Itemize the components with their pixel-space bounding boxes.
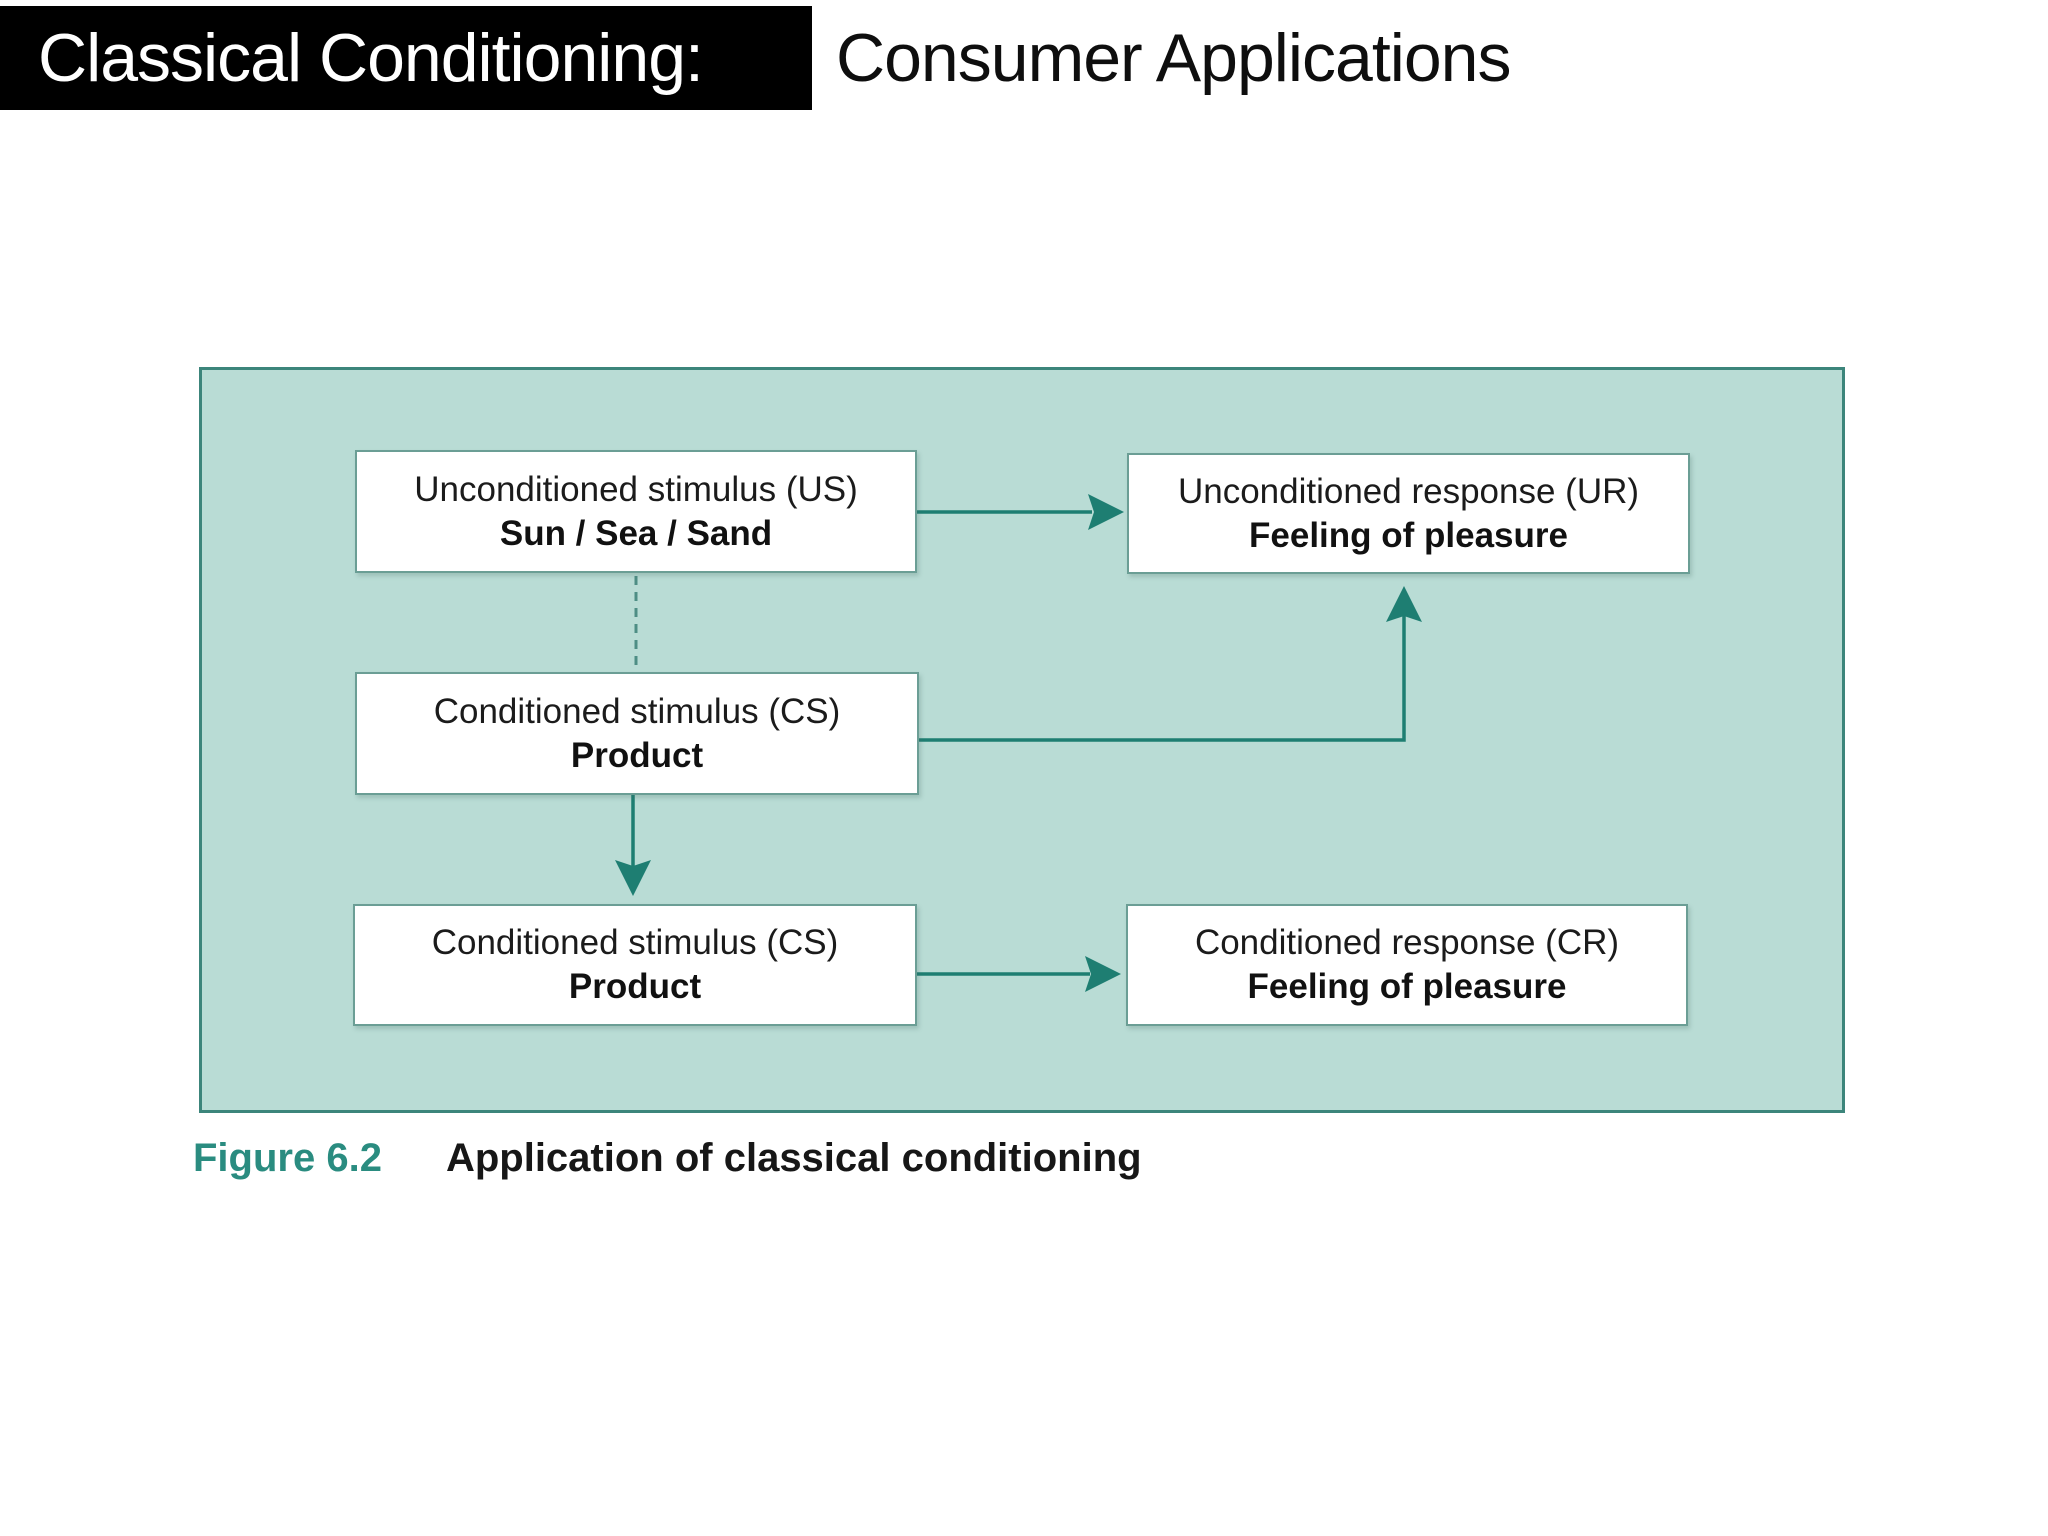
node-conditioned-stimulus-middle: Conditioned stimulus (CS) Product: [355, 672, 919, 795]
figure-caption-text: Application of classical conditioning: [445, 1136, 1142, 1180]
node-value: Feeling of pleasure: [1249, 515, 1568, 555]
slide-title-rest: Consumer Applications: [836, 20, 1511, 96]
node-title: Unconditioned response (UR): [1177, 471, 1640, 511]
figure-caption: Figure 6.2 Application of classical cond…: [193, 1136, 1142, 1181]
node-title: Conditioned stimulus (CS): [433, 691, 841, 731]
node-unconditioned-stimulus: Unconditioned stimulus (US) Sun / Sea / …: [355, 450, 917, 573]
node-value: Product: [568, 967, 702, 1006]
node-unconditioned-response: Unconditioned response (UR) Feeling of p…: [1127, 453, 1690, 574]
node-value: Product: [570, 735, 704, 775]
node-title: Unconditioned stimulus (US): [414, 469, 858, 509]
node-title: Conditioned response (CR): [1194, 923, 1620, 962]
slide-title-highlight: Classical Conditioning:: [0, 6, 812, 110]
node-conditioned-stimulus-bottom: Conditioned stimulus (CS) Product: [353, 904, 917, 1026]
node-title: Conditioned stimulus (CS): [431, 923, 839, 962]
node-conditioned-response: Conditioned response (CR) Feeling of ple…: [1126, 904, 1688, 1026]
node-value: Feeling of pleasure: [1247, 967, 1567, 1006]
figure-caption-label: Figure 6.2: [193, 1136, 382, 1180]
node-value: Sun / Sea / Sand: [499, 513, 773, 553]
